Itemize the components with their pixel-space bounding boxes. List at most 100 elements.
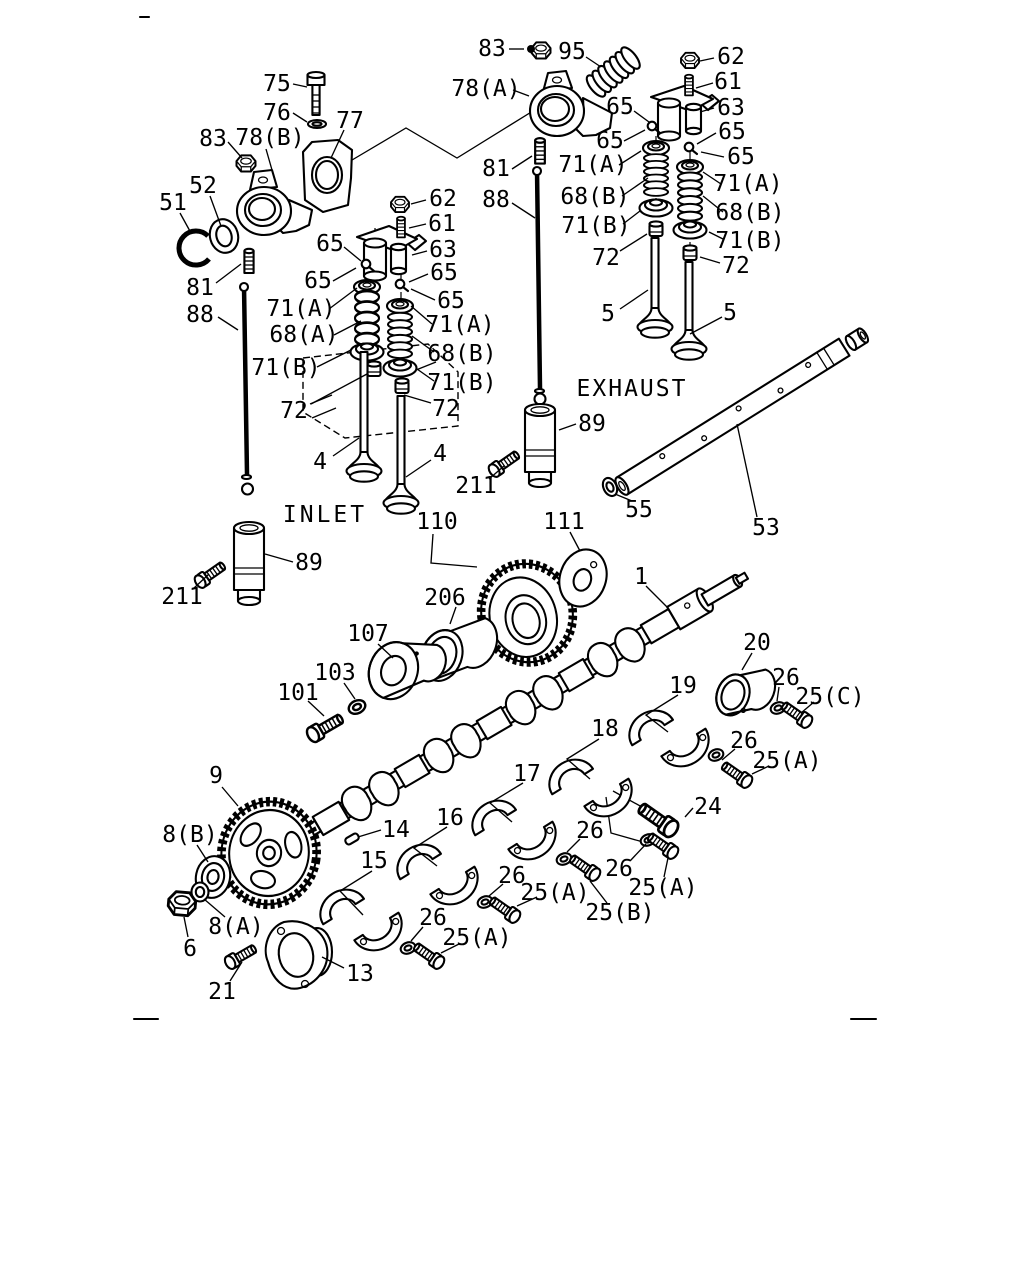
leader-line (566, 838, 581, 853)
leader-line (408, 223, 427, 229)
seat-71A-inlet-right (385, 297, 415, 315)
cam-gear-9 (217, 796, 321, 910)
part-label-25(A): 25(A) (628, 875, 697, 901)
cap-72-exhaust-left (648, 220, 664, 238)
thrust-collar-107 (367, 641, 447, 701)
camshaft-key (344, 832, 360, 846)
clip-65-exhaust-2 (683, 141, 699, 156)
screw-61-exhaust (684, 73, 694, 97)
leader-line (569, 531, 581, 552)
idler-gear-110 (476, 559, 578, 667)
part-label-68(B): 68(B) (560, 184, 629, 210)
shaft-ring-55 (601, 476, 619, 498)
part-label-81: 81 (186, 275, 214, 301)
cam-bushing-20 (715, 668, 777, 717)
seat-71A-exhaust-left (641, 139, 671, 157)
part-label-72: 72 (432, 396, 460, 422)
part-label-18: 18 (591, 716, 619, 742)
leader-line (410, 288, 436, 301)
leader-line (408, 273, 429, 283)
part-label-65: 65 (596, 128, 624, 154)
leader-line (215, 263, 242, 284)
leader-line (618, 150, 642, 166)
bolt-21 (221, 940, 260, 972)
part-label-4: 4 (313, 449, 327, 475)
leader-line (614, 493, 633, 502)
exhaust-valve-right (670, 260, 708, 361)
spring-68B-exhaust-right (676, 171, 704, 222)
part-label-83: 83 (478, 36, 506, 62)
part-label-25(C): 25(C) (795, 684, 864, 710)
leader-line (343, 246, 362, 262)
leader-line (623, 129, 646, 142)
part-label-6: 6 (183, 936, 197, 962)
part-label-107: 107 (347, 621, 389, 647)
part-label-81: 81 (482, 156, 510, 182)
part-label-77: 77 (336, 108, 364, 134)
screw-61-inlet (396, 215, 406, 239)
part-label-206: 206 (424, 585, 466, 611)
part-label-68(A): 68(A) (269, 322, 338, 348)
rocker-arm-78A (528, 69, 614, 138)
leader-line (565, 738, 600, 780)
leader-line (516, 896, 538, 907)
leader-line (512, 89, 530, 97)
leader-line (217, 316, 239, 331)
washer-76 (306, 118, 328, 130)
part-label-72: 72 (592, 245, 620, 271)
leader-line (449, 606, 457, 625)
exhaust-valve-left (636, 236, 674, 339)
leader-line (333, 320, 362, 336)
leader-line (511, 155, 533, 170)
part-label-5: 5 (601, 301, 615, 327)
leader-line (316, 349, 352, 368)
part-label-211: 211 (455, 473, 497, 499)
part-label-111: 111 (543, 509, 585, 535)
leader-line (229, 961, 243, 982)
spring-95 (585, 46, 641, 98)
part-label-20: 20 (743, 630, 771, 656)
rocker-bracket-77 (301, 138, 354, 214)
exhaust-pivot-assembly (649, 84, 721, 142)
leader-line (292, 83, 308, 88)
leader-line (183, 916, 189, 938)
leader-line (619, 289, 649, 310)
rocker-shaft-53 (614, 327, 870, 496)
part-label-71(B): 71(B) (561, 213, 630, 239)
part-label-71(B): 71(B) (715, 228, 784, 254)
leader-line (702, 171, 722, 185)
leader-line (209, 195, 222, 227)
plate-13 (264, 920, 334, 990)
leader-line (430, 533, 478, 568)
leader-line (621, 177, 649, 197)
leader-line (196, 844, 209, 863)
leader-line (410, 305, 433, 325)
part-label-15: 15 (360, 848, 388, 874)
part-label-211: 211 (161, 584, 203, 610)
leader-line (265, 148, 277, 185)
washer-103 (345, 696, 369, 718)
leader-line (700, 151, 725, 158)
bolt-24 (633, 798, 683, 841)
part-label-1: 1 (634, 564, 648, 590)
part-label-71(B): 71(B) (251, 355, 320, 381)
part-label-25(B): 25(B) (585, 900, 654, 926)
leader-line (221, 786, 239, 807)
part-label-78(A): 78(A) (451, 76, 520, 102)
corner-ticks (132, 15, 878, 1021)
part-label-101: 101 (277, 680, 319, 706)
part-label-83: 83 (199, 126, 227, 152)
leader-line (558, 423, 577, 431)
part-label-63: 63 (429, 237, 457, 263)
leader-line (411, 335, 435, 353)
leader-line (751, 765, 770, 775)
leader-line (776, 686, 780, 702)
part-label-26: 26 (730, 728, 758, 754)
part-label-21: 21 (208, 979, 236, 1005)
leader-line (203, 898, 226, 918)
leader-line (708, 231, 724, 240)
rocker-bolt-75 (306, 70, 326, 117)
part-label-52: 52 (189, 173, 217, 199)
leader-line (721, 748, 736, 761)
